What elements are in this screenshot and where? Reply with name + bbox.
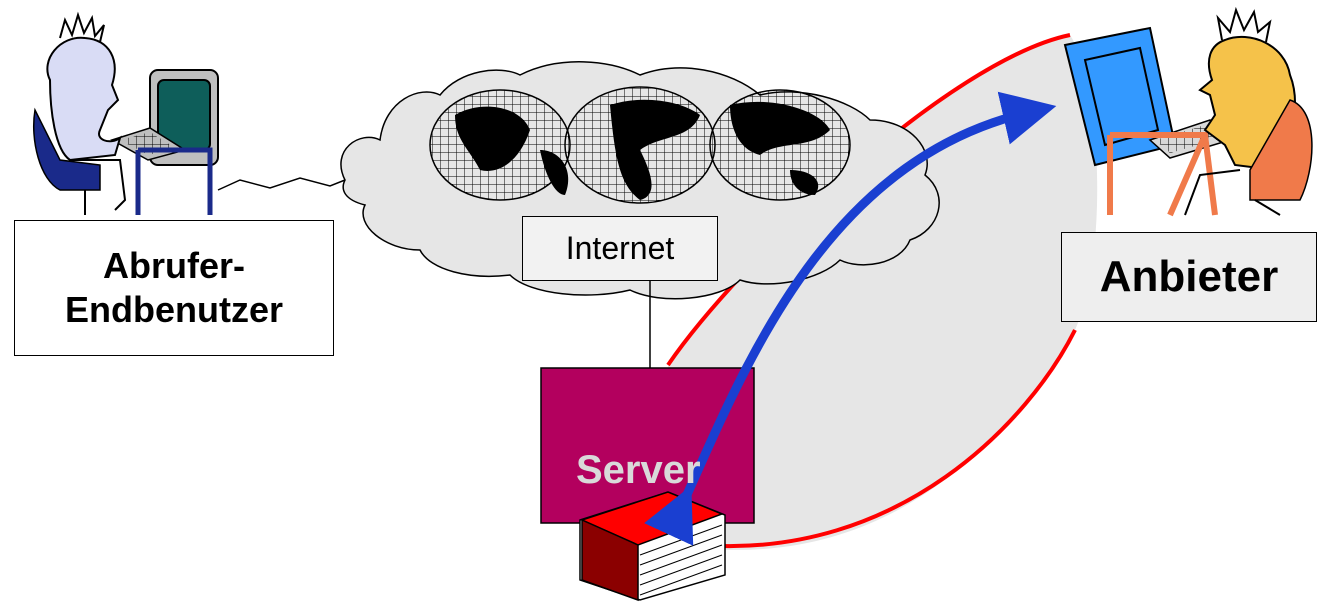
user-internet-link: [217, 177, 346, 191]
upload-arrow: [644, 91, 1057, 546]
provider-label-box: Anbieter: [1061, 232, 1317, 322]
user-label-box: Abrufer- Endbenutzer: [14, 220, 334, 356]
internet-label-box: Internet: [522, 216, 718, 281]
provider-figure: [1063, 6, 1313, 217]
world-map-icon: [429, 86, 851, 204]
user-label-line1: Abrufer-: [102, 245, 245, 286]
server-label: Server: [576, 448, 701, 492]
user-figure: [33, 11, 219, 215]
user-label-line2: Endbenutzer: [64, 289, 283, 330]
provider-label: Anbieter: [1099, 252, 1279, 301]
internet-label: Internet: [565, 230, 675, 266]
